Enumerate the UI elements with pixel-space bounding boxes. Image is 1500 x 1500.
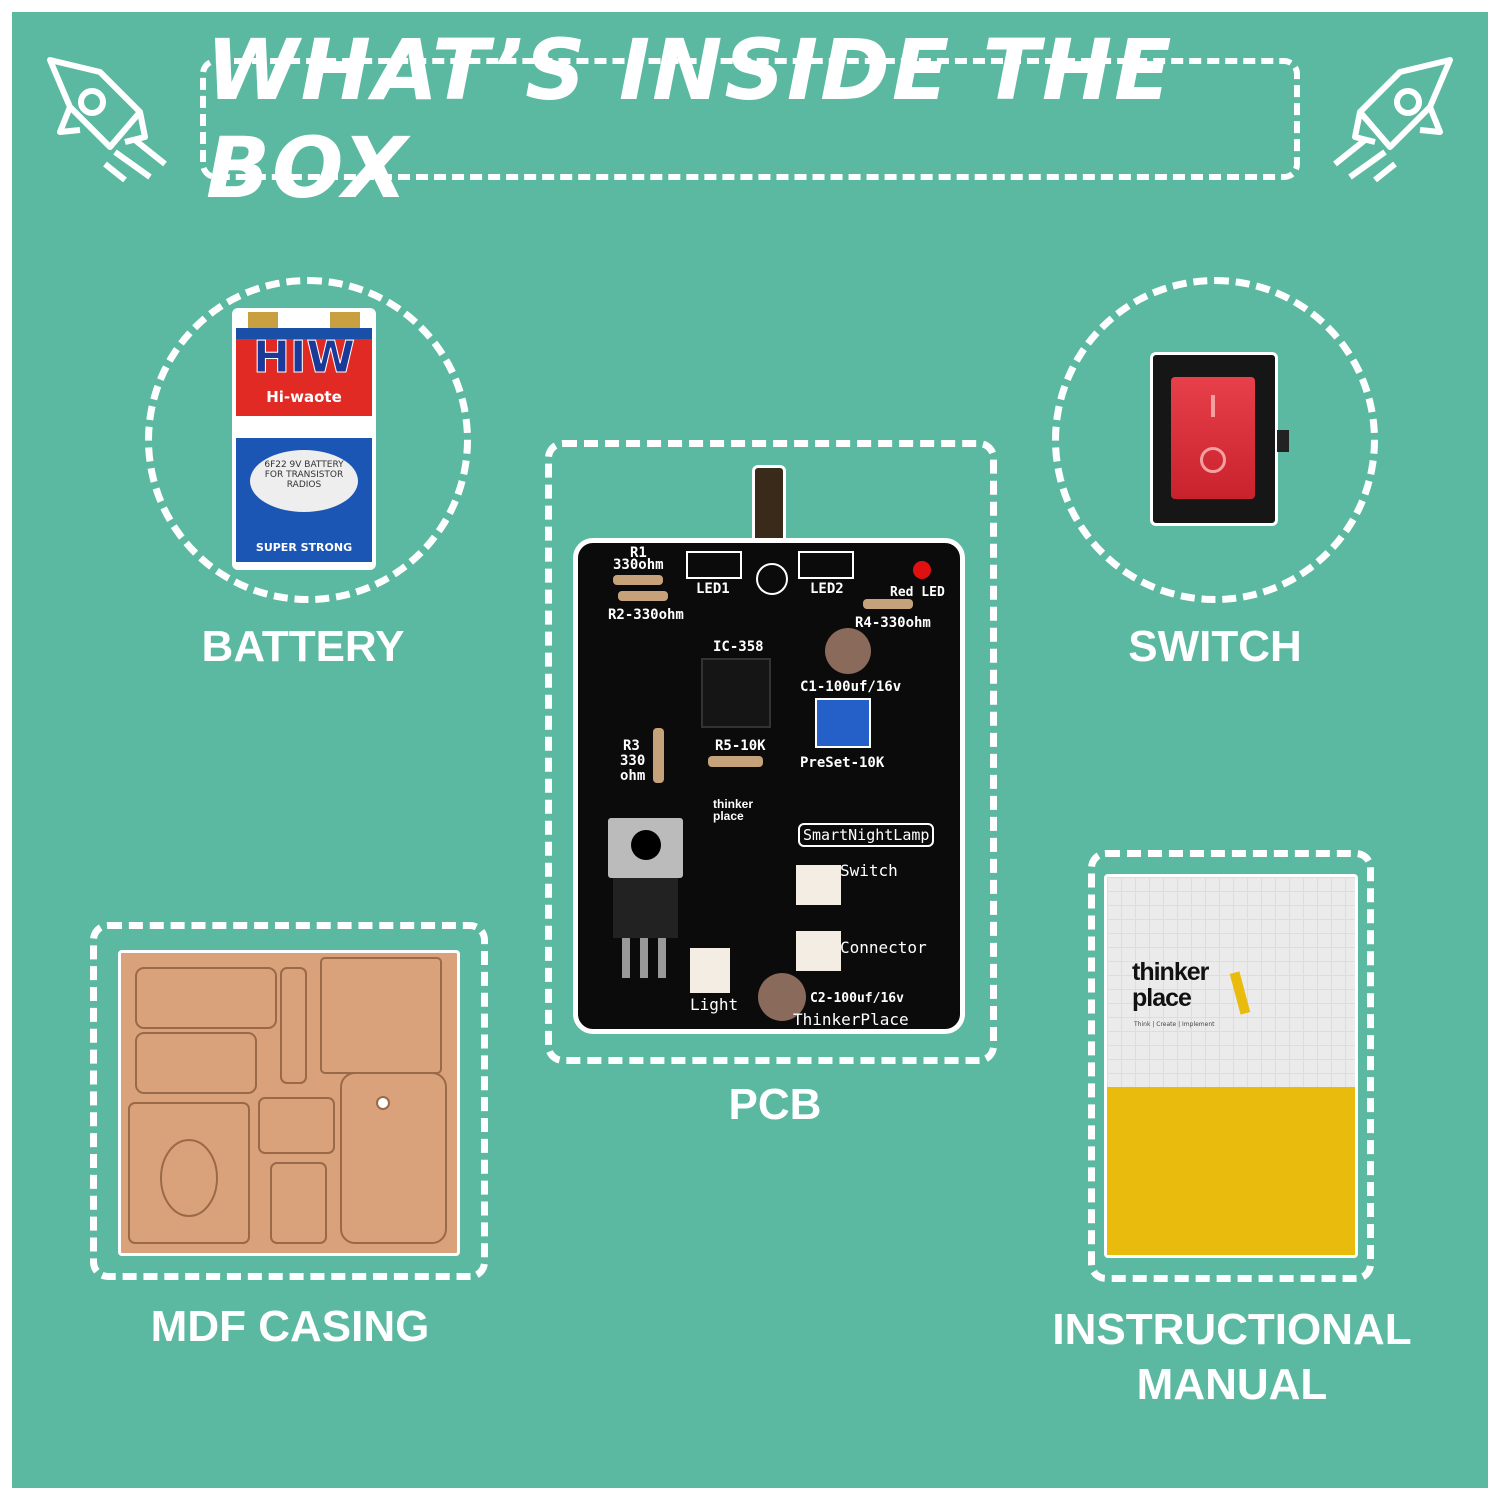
pcb-frame bbox=[545, 440, 997, 1064]
manual-label-line1: INSTRUCTIONAL bbox=[1052, 1305, 1412, 1354]
page-title: WHAT’S INSIDE THE BOX bbox=[200, 21, 1300, 217]
rocket-icon-right bbox=[1333, 57, 1453, 182]
mdf-frame bbox=[90, 922, 488, 1280]
pencil-icon bbox=[1229, 971, 1251, 1015]
mdf-casing-label: MDF CASING bbox=[150, 1302, 430, 1351]
rocker-switch-image bbox=[1150, 352, 1289, 526]
rocket-icon-left bbox=[47, 57, 167, 182]
manual-label-line2: MANUAL bbox=[1136, 1360, 1328, 1409]
battery-frame bbox=[145, 277, 471, 603]
mdf-casing-image bbox=[118, 950, 460, 1256]
switch-frame bbox=[1052, 277, 1378, 603]
ldr-sensor bbox=[752, 465, 786, 545]
pcb-label: PCB bbox=[728, 1080, 822, 1129]
switch-label: SWITCH bbox=[1128, 622, 1302, 671]
pcb-image: R1 330ohm R2-330ohm LED1 LED2 Red LED R4… bbox=[573, 538, 965, 1034]
battery-label: BATTERY bbox=[201, 622, 405, 671]
manual-frame bbox=[1088, 850, 1374, 1282]
battery-image: HIW Hi-waote 6F22 9V BATTERY FOR TRANSIS… bbox=[232, 308, 376, 570]
